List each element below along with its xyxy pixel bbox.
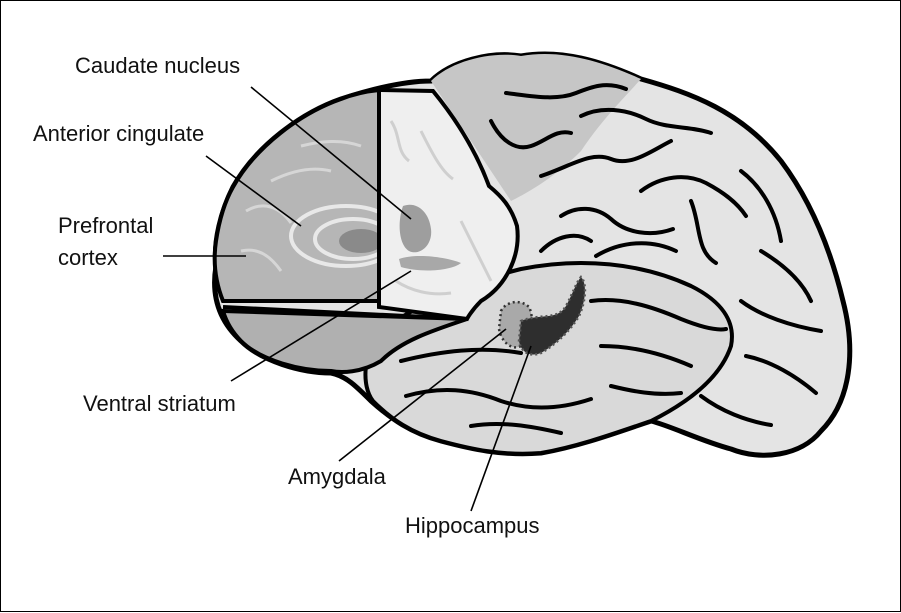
label-cortex: cortex — [58, 245, 118, 271]
label-amygdala: Amygdala — [288, 464, 386, 490]
label-hippocampus: Hippocampus — [405, 513, 540, 539]
label-ventral-striatum: Ventral striatum — [83, 391, 236, 417]
label-caudate-nucleus: Caudate nucleus — [75, 53, 240, 79]
corpus-callosum — [339, 229, 383, 253]
label-prefrontal: Prefrontal — [58, 213, 153, 239]
medial-cutaway — [215, 90, 379, 301]
label-anterior-cingulate: Anterior cingulate — [33, 121, 204, 147]
